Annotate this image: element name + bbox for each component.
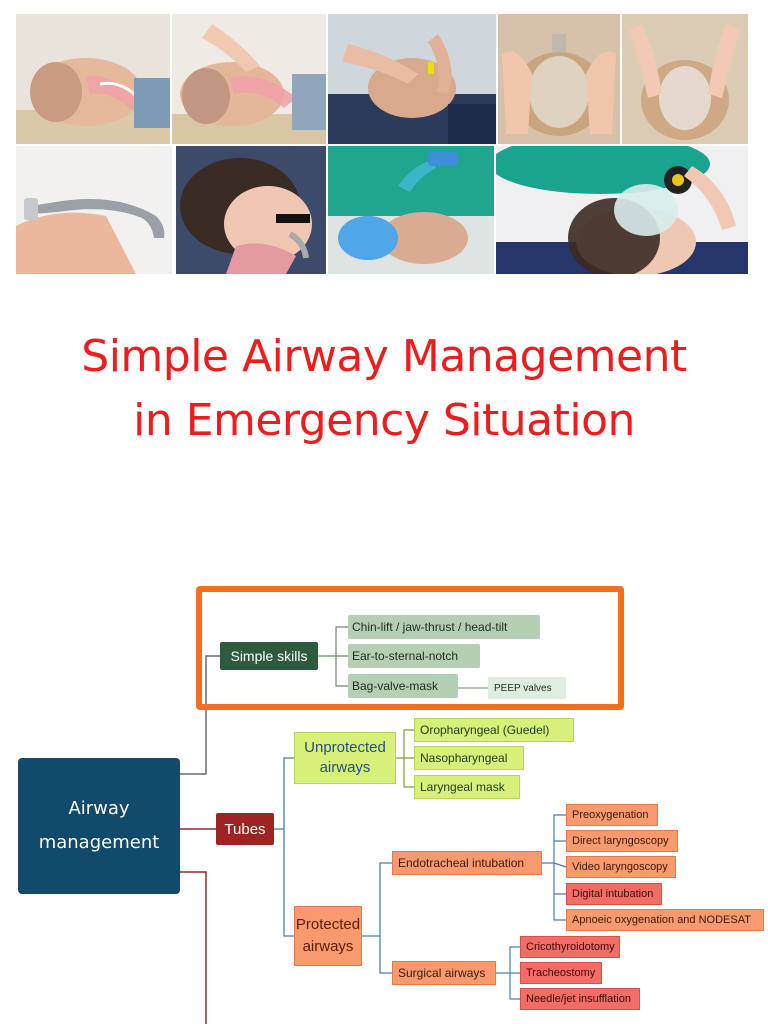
bag-valve-mask-node: Bag-valve-mask	[348, 674, 458, 698]
direct-laryngoscopy-node: Direct laryngoscopy	[566, 830, 678, 852]
endotracheal-intubation-node: Endotracheal intubation	[392, 851, 542, 875]
needle-jet-insufflation-node: Needle/jet insufflation	[520, 988, 640, 1010]
protected-airways-label: Protected airways	[295, 916, 361, 955]
digital-intubation-node: Digital intubation	[566, 883, 662, 905]
bag-valve-mask-photo-icon	[496, 146, 748, 274]
laryngeal-mask-node: Laryngeal mask	[414, 775, 520, 799]
video-laryngoscopy-node: Video laryngoscopy	[566, 856, 676, 878]
jaw-lift-diagram-icon	[172, 14, 326, 144]
jaw-thrust-photo-icon	[328, 14, 496, 144]
peep-valves-node: PEEP valves	[488, 677, 566, 699]
unprotected-airways-label: Unprotected airways	[304, 739, 386, 776]
airway-insertion-photo-icon	[176, 146, 326, 274]
simple-skills-highlight-box	[196, 586, 624, 710]
oropharyngeal-node: Oropharyngeal (Guedel)	[414, 718, 574, 742]
apnoeic-oxygenation-node: Apnoeic oxygenation and NODESAT	[566, 909, 764, 931]
tubes-node: Tubes	[216, 813, 274, 845]
simple-skills-node: Simple skills	[220, 642, 318, 670]
surgical-airways-node: Surgical airways	[392, 961, 496, 985]
protected-airways-node: Protected airways	[294, 906, 362, 966]
mask-seal-one-hand-icon	[622, 14, 748, 144]
ear-to-sternal-notch-node: Ear-to-sternal-notch	[348, 644, 480, 668]
tracheostomy-node: Tracheostomy	[520, 962, 602, 984]
mask-seal-two-hands-icon	[498, 14, 620, 144]
chin-lift-node: Chin-lift / jaw-thrust / head-tilt	[348, 615, 540, 639]
page-title-line-2: in Emergency Situation	[133, 395, 635, 446]
airway-management-root-node: Airway management	[18, 758, 180, 894]
preoxygenation-node: Preoxygenation	[566, 804, 658, 826]
oropharyngeal-airway-icon	[16, 146, 172, 274]
nasopharyngeal-node: Nasopharyngeal	[414, 746, 524, 770]
nasal-airway-photo-icon	[328, 146, 494, 274]
unprotected-airways-node: Unprotected airways	[294, 732, 396, 784]
head-tilt-diagram-icon	[16, 14, 170, 144]
page-title-line-1: Simple Airway Management	[81, 331, 687, 382]
cricothyroidotomy-node: Cricothyroidotomy	[520, 936, 620, 958]
